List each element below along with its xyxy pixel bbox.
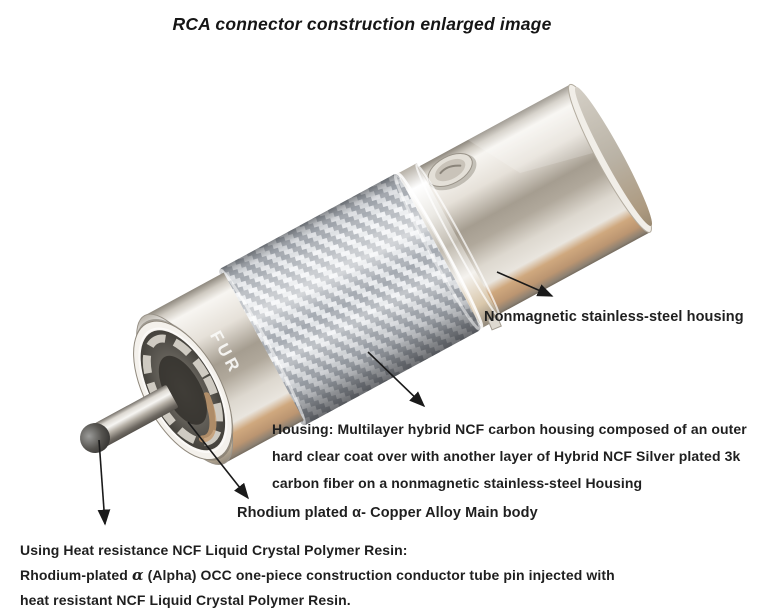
arrow-steel-housing [496,271,554,297]
steel-barrel [413,83,653,318]
main-body-ring: FUR [142,272,304,465]
ground-collar [133,313,234,466]
arrow-carbon-housing [367,351,426,408]
center-pin [80,385,178,453]
set-screw [427,153,477,191]
alpha-symbol: α [131,566,144,584]
page-title: RCA connector construction enlarged imag… [172,14,552,34]
label-steel-housing: Nonmagnetic stainless-steel housing [484,309,744,325]
label-carbon-housing-line3: carbon fiber on a nonmagnetic stainless-… [272,475,643,491]
annotation-arrows [97,271,554,526]
label-center-pin: Using Heat resistance NCF Liquid Crystal… [20,538,615,610]
label-main-body: Rhodium plated α- Copper Alloy Main body [237,505,538,521]
label-center-pin-line1: Using Heat resistance NCF Liquid Crystal… [20,542,408,558]
arrow-main-body [187,421,249,500]
carbon-housing [218,173,482,427]
label-center-pin-line3: heat resistant NCF Liquid Crystal Polyme… [20,592,351,608]
label-carbon-housing: Housing: Multilayer hybrid NCF carbon ho… [272,416,747,497]
label-center-pin-line2: Rhodium-plated α (Alpha) OCC one-piece c… [20,566,615,584]
pin-tip [80,423,110,453]
label-carbon-housing-line2: hard clear coat over with another layer … [272,448,741,464]
arrow-center-pin [97,439,111,526]
label-carbon-housing-line1: Housing: Multilayer hybrid NCF carbon ho… [272,421,747,437]
